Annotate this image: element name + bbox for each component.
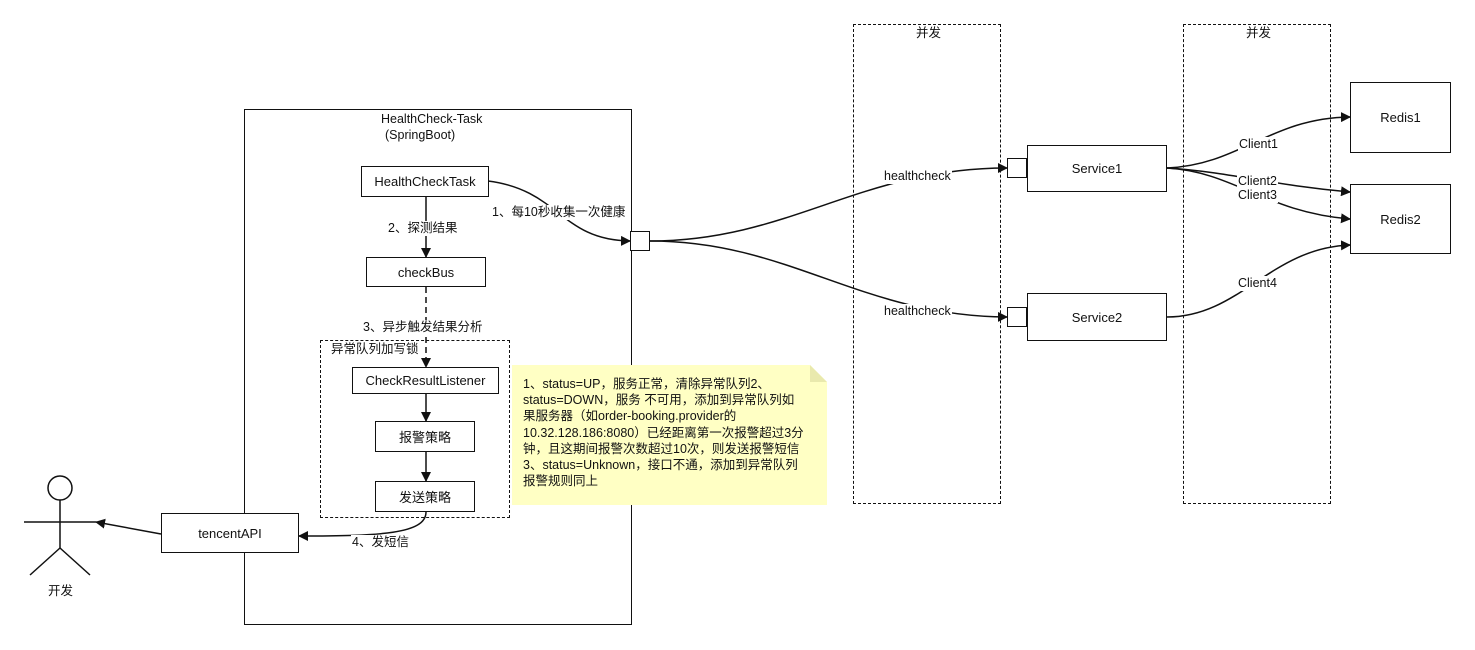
edge-send-sms [298, 511, 427, 541]
task-port [630, 231, 650, 251]
edge-healthcheck-2 [649, 240, 1008, 322]
actor-figure [24, 475, 96, 576]
exception-queue-label: 异常队列加写锁 [331, 342, 419, 356]
concurrent-label-2: 并发 [1246, 26, 1272, 40]
rules-note: 1、status=UP，服务正常，清除异常队列2、 status=DOWN，服务… [512, 365, 827, 505]
edge-label-healthcheck-2: healthcheck [883, 304, 952, 319]
edge-label-collect: 1、每10秒收集一次健康 [491, 205, 627, 220]
node-check-result-listener[interactable]: CheckResultListener [352, 367, 499, 394]
edge-label-client4: Client4 [1237, 276, 1278, 291]
actor-label: 开发 [48, 584, 74, 598]
node-alarm-strategy[interactable]: 报警策略 [375, 421, 475, 452]
node-service2[interactable]: Service2 [1027, 293, 1167, 341]
edge-label-probe-result: 2、探测结果 [387, 221, 459, 236]
note-line: 钟，且这期间报警次数超过10次，则发送报警短信 [523, 441, 800, 456]
concurrent-label-1: 并发 [916, 26, 942, 40]
edge-label-send-sms: 4、发短信 [351, 535, 410, 550]
edge-tencent-to-actor [95, 518, 162, 535]
concurrent-group-2 [1183, 24, 1331, 504]
edge-label-async-trigger: 3、异步触发结果分析 [362, 320, 484, 335]
edge-label-healthcheck-1: healthcheck [883, 169, 952, 184]
node-redis2[interactable]: Redis2 [1350, 184, 1451, 254]
node-tencent-api[interactable]: tencentAPI [161, 513, 299, 553]
node-redis1[interactable]: Redis1 [1350, 82, 1451, 153]
exception-queue-group [320, 340, 510, 518]
note-line: 报警规则同上 [523, 474, 599, 489]
note-line: 10.32.128.186:8080）已经距离第一次报警超过3分 [523, 425, 804, 440]
service1-port [1007, 158, 1027, 178]
concurrent-group-1 [853, 24, 1001, 504]
node-check-bus[interactable]: checkBus [366, 257, 486, 287]
service2-port [1007, 307, 1027, 327]
edge-label-client1: Client1 [1238, 137, 1279, 152]
node-health-check-task[interactable]: HealthCheckTask [361, 166, 489, 197]
edge-healthcheck-1 [649, 163, 1008, 242]
note-line: 果服务器（如order-booking.provider的 [523, 409, 737, 424]
edge-label-client3: Client3 [1237, 188, 1278, 203]
node-send-strategy[interactable]: 发送策略 [375, 481, 475, 512]
task-subtitle: (SpringBoot) [385, 128, 456, 142]
note-line: 1、status=UP，服务正常，清除异常队列2、 [523, 377, 770, 391]
note-line: 3、status=Unknown，接口不通，添加到异常队列 [523, 458, 798, 473]
note-line: status=DOWN，服务 不可用，添加到异常队列如 [523, 393, 795, 408]
task-title: HealthCheck-Task [381, 112, 483, 126]
edge-label-client2: Client2 [1237, 174, 1278, 189]
node-service1[interactable]: Service1 [1027, 145, 1167, 192]
